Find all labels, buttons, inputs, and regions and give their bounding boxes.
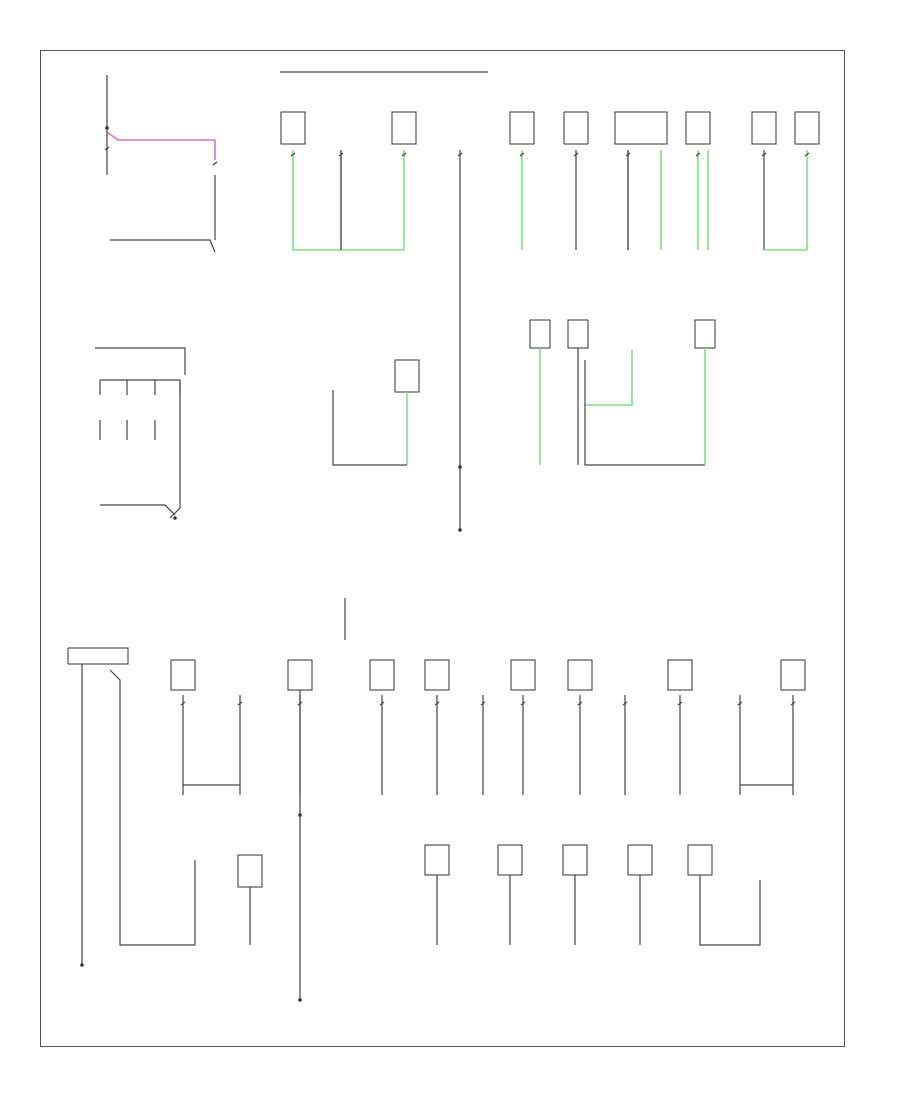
component-box <box>280 111 306 145</box>
connector-mark <box>104 146 110 151</box>
component-box <box>170 659 196 691</box>
component-box <box>529 319 551 349</box>
component-box <box>497 844 523 876</box>
green-wire <box>585 350 633 406</box>
component-box <box>667 659 693 691</box>
component-box <box>567 659 593 691</box>
component-box <box>614 111 668 145</box>
component-box <box>567 319 589 349</box>
splice-dot <box>173 516 177 520</box>
ground-wire <box>110 239 216 253</box>
connector-mark <box>622 701 628 706</box>
ground-wire <box>332 390 407 466</box>
connector-mark <box>212 161 218 166</box>
connector-mark <box>790 701 796 706</box>
component-box <box>694 319 716 349</box>
connector-mark <box>804 152 810 157</box>
connector-mark <box>379 701 385 706</box>
connector-mark <box>434 701 440 706</box>
component-box <box>369 659 395 691</box>
component-box <box>687 844 713 876</box>
ground-wire <box>699 875 761 946</box>
connector-mark <box>573 152 579 157</box>
component-box <box>627 844 653 876</box>
connector-mark <box>695 152 701 157</box>
component-box <box>67 647 129 665</box>
ground-wire <box>584 360 705 466</box>
component-box <box>237 854 263 888</box>
pink-wire <box>106 131 216 160</box>
connector-mark <box>401 152 407 157</box>
component-box <box>287 659 313 691</box>
component-box <box>424 659 450 691</box>
diagram-frame <box>40 50 845 1047</box>
ground-wire <box>100 504 176 516</box>
component-box <box>794 111 820 145</box>
splice-dot <box>458 465 462 469</box>
connector-mark <box>737 701 743 706</box>
connector-mark <box>761 152 767 157</box>
connector-mark <box>677 701 683 706</box>
connector-mark <box>290 152 296 157</box>
component-box <box>394 359 420 393</box>
connector-mark <box>577 701 583 706</box>
connector-mark <box>457 152 463 157</box>
connector-mark <box>237 701 243 706</box>
component-box <box>780 659 806 691</box>
component-box <box>751 111 777 145</box>
component-box <box>510 659 536 691</box>
connector-mark <box>480 701 486 706</box>
connector-mark <box>520 701 526 706</box>
ground-wire <box>169 380 181 519</box>
component-box <box>391 111 417 145</box>
component-box <box>424 844 450 876</box>
ground-wire <box>109 669 195 946</box>
connector-mark <box>180 701 186 706</box>
splice-dot <box>298 813 302 817</box>
component-box <box>509 111 535 145</box>
splice-dot <box>458 528 462 532</box>
ground-wire <box>95 347 186 375</box>
splice-dot <box>298 998 302 1002</box>
connector-mark <box>519 152 525 157</box>
component-box <box>563 111 589 145</box>
splice-dot <box>80 963 84 967</box>
component-box <box>562 844 588 876</box>
component-box <box>685 111 711 145</box>
